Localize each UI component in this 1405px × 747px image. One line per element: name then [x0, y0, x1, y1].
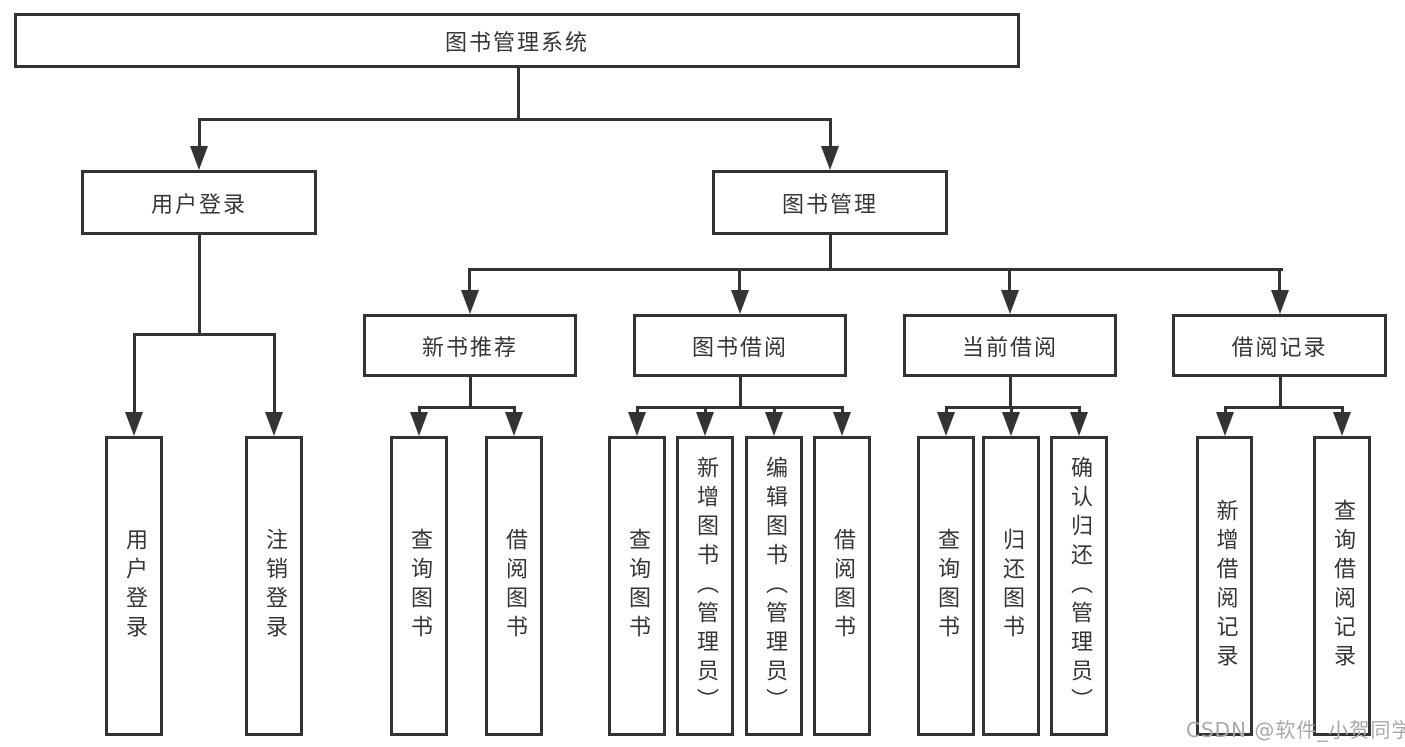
leaf-confirm-return-admin: 确认归还（管理员）: [1050, 436, 1108, 736]
arrowhead-down: [265, 412, 283, 436]
connector-stem: [739, 375, 742, 409]
connector-drop: [704, 406, 707, 416]
connector-drop: [1278, 268, 1281, 294]
node-book-borrowing: 图书借阅: [633, 314, 847, 377]
leaf-borrow-books: 借阅图书: [813, 436, 871, 736]
node-book-management: 图书管理: [712, 170, 948, 235]
leaf-label: 借阅图书: [830, 528, 855, 644]
arrowhead-down: [1002, 412, 1020, 436]
connector-book-management-stem: [829, 233, 832, 271]
connector-branch: [1224, 406, 1343, 409]
leaf-borrow-books-recommend: 借阅图书: [485, 436, 543, 736]
arrowhead-down: [1001, 290, 1019, 314]
connector-drop: [636, 406, 639, 416]
leaf-add-book-admin: 新增图书（管理员）: [676, 436, 734, 736]
leaf-label: 编辑图书（管理员）: [762, 455, 787, 717]
leaf-label: 归还图书: [999, 528, 1024, 644]
arrowhead-down: [628, 412, 646, 436]
connector-root-stem: [517, 66, 520, 121]
connector-level1-branch: [198, 118, 832, 121]
leaf-edit-book-admin: 编辑图书（管理员）: [745, 436, 803, 736]
arrowhead-down: [696, 412, 714, 436]
connector-drop: [1010, 406, 1013, 416]
connector-branch: [636, 406, 844, 409]
connector-drop: [738, 268, 741, 294]
connector-user-login-stem: [198, 233, 201, 336]
watermark-csdn: CSDN @软件_小贺同学: [1186, 718, 1405, 742]
leaf-query-borrow-record: 查询借阅记录: [1313, 436, 1371, 736]
leaf-logout: 注销登录: [245, 436, 303, 736]
leaf-label: 确认归还（管理员）: [1067, 455, 1092, 717]
leaf-user-login: 用户登录: [105, 436, 163, 736]
leaf-query-books-recommend: 查询图书: [390, 436, 448, 736]
connector-branch: [418, 406, 516, 409]
node-user-login: 用户登录: [81, 170, 317, 235]
arrowhead-down: [833, 412, 851, 436]
arrowhead-down: [1216, 412, 1234, 436]
arrowhead-down: [190, 146, 208, 170]
leaf-label: 查询图书: [407, 528, 432, 644]
connector-drop: [1224, 406, 1227, 416]
leaf-label: 借阅图书: [502, 528, 527, 644]
arrowhead-down: [1070, 412, 1088, 436]
node-current-borrowing: 当前借阅: [903, 314, 1117, 377]
leaf-add-borrow-record: 新增借阅记录: [1196, 436, 1253, 736]
connector-drop: [1078, 406, 1081, 416]
leaf-label: 新增图书（管理员）: [693, 455, 718, 717]
connector-drop-user-login: [198, 118, 201, 148]
connector-branch: [945, 406, 1081, 409]
leaf-return-book: 归还图书: [982, 436, 1040, 736]
leaf-label: 新增借阅记录: [1212, 499, 1238, 673]
connector-drop: [773, 406, 776, 416]
connector-drop: [418, 406, 421, 416]
connector-drop: [1341, 406, 1344, 416]
arrowhead-down: [461, 290, 479, 314]
arrowhead-down: [765, 412, 783, 436]
node-borrowing-records: 借阅记录: [1172, 314, 1387, 377]
leaf-label: 查询借阅记录: [1330, 499, 1355, 673]
connector-drop: [468, 268, 471, 294]
connector-stem: [1009, 375, 1012, 409]
connector-drop: [1008, 268, 1011, 294]
arrowhead-down: [731, 290, 749, 314]
connector-drop-book-management: [829, 118, 832, 148]
arrowhead-down: [505, 412, 523, 436]
connector-stem: [1279, 375, 1282, 409]
connector-drop: [841, 406, 844, 416]
leaf-label: 查询图书: [934, 528, 959, 644]
node-library-management-system: 图书管理系统: [14, 13, 1020, 68]
connector-level2-branch: [468, 268, 1283, 271]
leaf-label: 用户登录: [122, 528, 147, 644]
connector-drop: [513, 406, 516, 416]
arrowhead-down: [821, 146, 839, 170]
arrowhead-down: [1271, 290, 1289, 314]
leaf-label: 查询图书: [625, 528, 650, 644]
connector-drop: [133, 333, 136, 415]
connector-drop: [945, 406, 948, 416]
leaf-query-books-borrowing: 查询图书: [608, 436, 666, 736]
leaf-label: 注销登录: [262, 528, 287, 644]
connector-drop: [273, 333, 276, 415]
arrowhead-down: [1333, 412, 1351, 436]
arrowhead-down: [937, 412, 955, 436]
arrowhead-down: [125, 412, 143, 436]
connector-stem: [469, 375, 472, 409]
node-new-book-recommendation: 新书推荐: [363, 314, 577, 377]
connector-user-login-branch: [133, 333, 276, 336]
arrowhead-down: [410, 412, 428, 436]
leaf-query-books-current: 查询图书: [917, 436, 975, 736]
